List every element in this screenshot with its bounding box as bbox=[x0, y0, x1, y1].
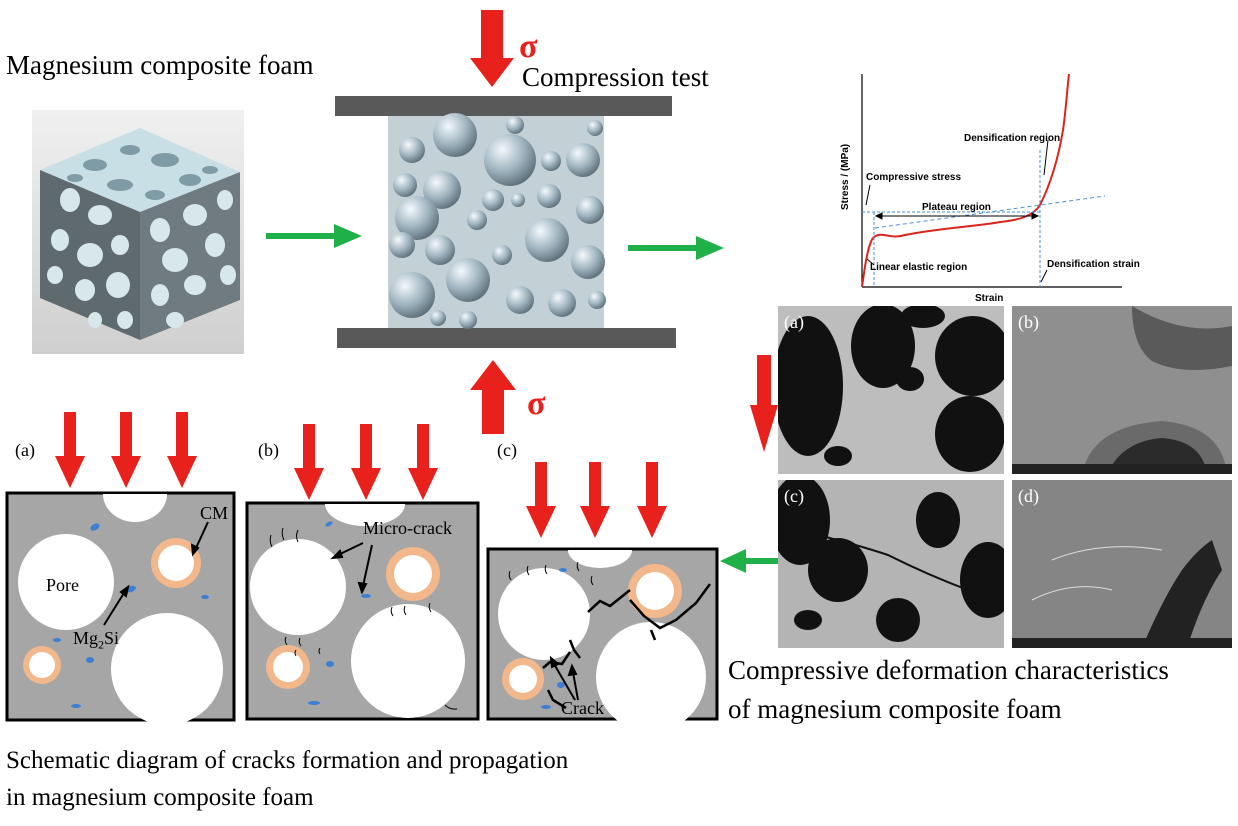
micro-crack-label: Micro-crack bbox=[363, 518, 452, 538]
schematic-panel-b bbox=[245, 501, 480, 721]
micrograph-a: (a) bbox=[778, 306, 1004, 474]
sigma-bottom-label: σ bbox=[527, 385, 546, 422]
schematic-panel-c bbox=[486, 547, 719, 732]
stress-strain-graph bbox=[861, 73, 1122, 288]
green-arrows bbox=[266, 224, 778, 573]
schematic-label-b: (b) bbox=[258, 440, 279, 460]
sigma-arrows bbox=[470, 10, 778, 452]
schematic-load-arrows bbox=[55, 412, 667, 538]
annotation-densification-strain: Densification strain bbox=[1047, 259, 1140, 270]
schematic-panel-a bbox=[5, 491, 236, 725]
compression-rig bbox=[335, 96, 676, 348]
micrograph-caption-line2: of magnesium composite foam bbox=[728, 694, 1062, 724]
schematic-caption-line2: in magnesium composite foam bbox=[6, 784, 314, 811]
micrograph-c: (c) bbox=[778, 480, 1004, 648]
annotation-linear-elastic: Linear elastic region bbox=[870, 262, 968, 273]
annotation-densification-region: Densification region bbox=[964, 133, 1061, 144]
micrograph-a-label: (a) bbox=[784, 312, 804, 332]
foam-title: Magnesium composite foam bbox=[6, 50, 314, 80]
micrograph-b-label: (b) bbox=[1018, 312, 1039, 332]
schematic-label-c: (c) bbox=[497, 440, 517, 460]
cm-label: CM bbox=[200, 503, 229, 523]
schematic-label-a: (a) bbox=[15, 440, 35, 460]
pore-label: Pore bbox=[46, 575, 79, 595]
annotation-compressive-stress: Compressive stress bbox=[866, 172, 962, 183]
crack-label: Crack bbox=[561, 698, 604, 718]
mg2si-label: Mg2Si bbox=[73, 628, 120, 652]
micrograph-d: (d) bbox=[1012, 480, 1232, 648]
micrograph-b: (b) bbox=[1012, 306, 1232, 474]
micrograph-d-label: (d) bbox=[1018, 486, 1039, 506]
sigma-top-label: σ bbox=[519, 28, 538, 65]
compression-test-title: Compression test bbox=[522, 62, 709, 92]
annotation-plateau-region: Plateau region bbox=[922, 202, 991, 213]
graph-ylabel: Stress / (MPa) bbox=[840, 143, 851, 210]
micrograph-c-label: (c) bbox=[784, 486, 804, 506]
foam-cube-illustration bbox=[32, 110, 244, 354]
schematic-caption-line1: Schematic diagram of cracks formation an… bbox=[6, 747, 569, 774]
graph-xlabel: Strain bbox=[975, 293, 1004, 304]
micrograph-caption-line1: Compressive deformation characteristics bbox=[728, 655, 1169, 685]
